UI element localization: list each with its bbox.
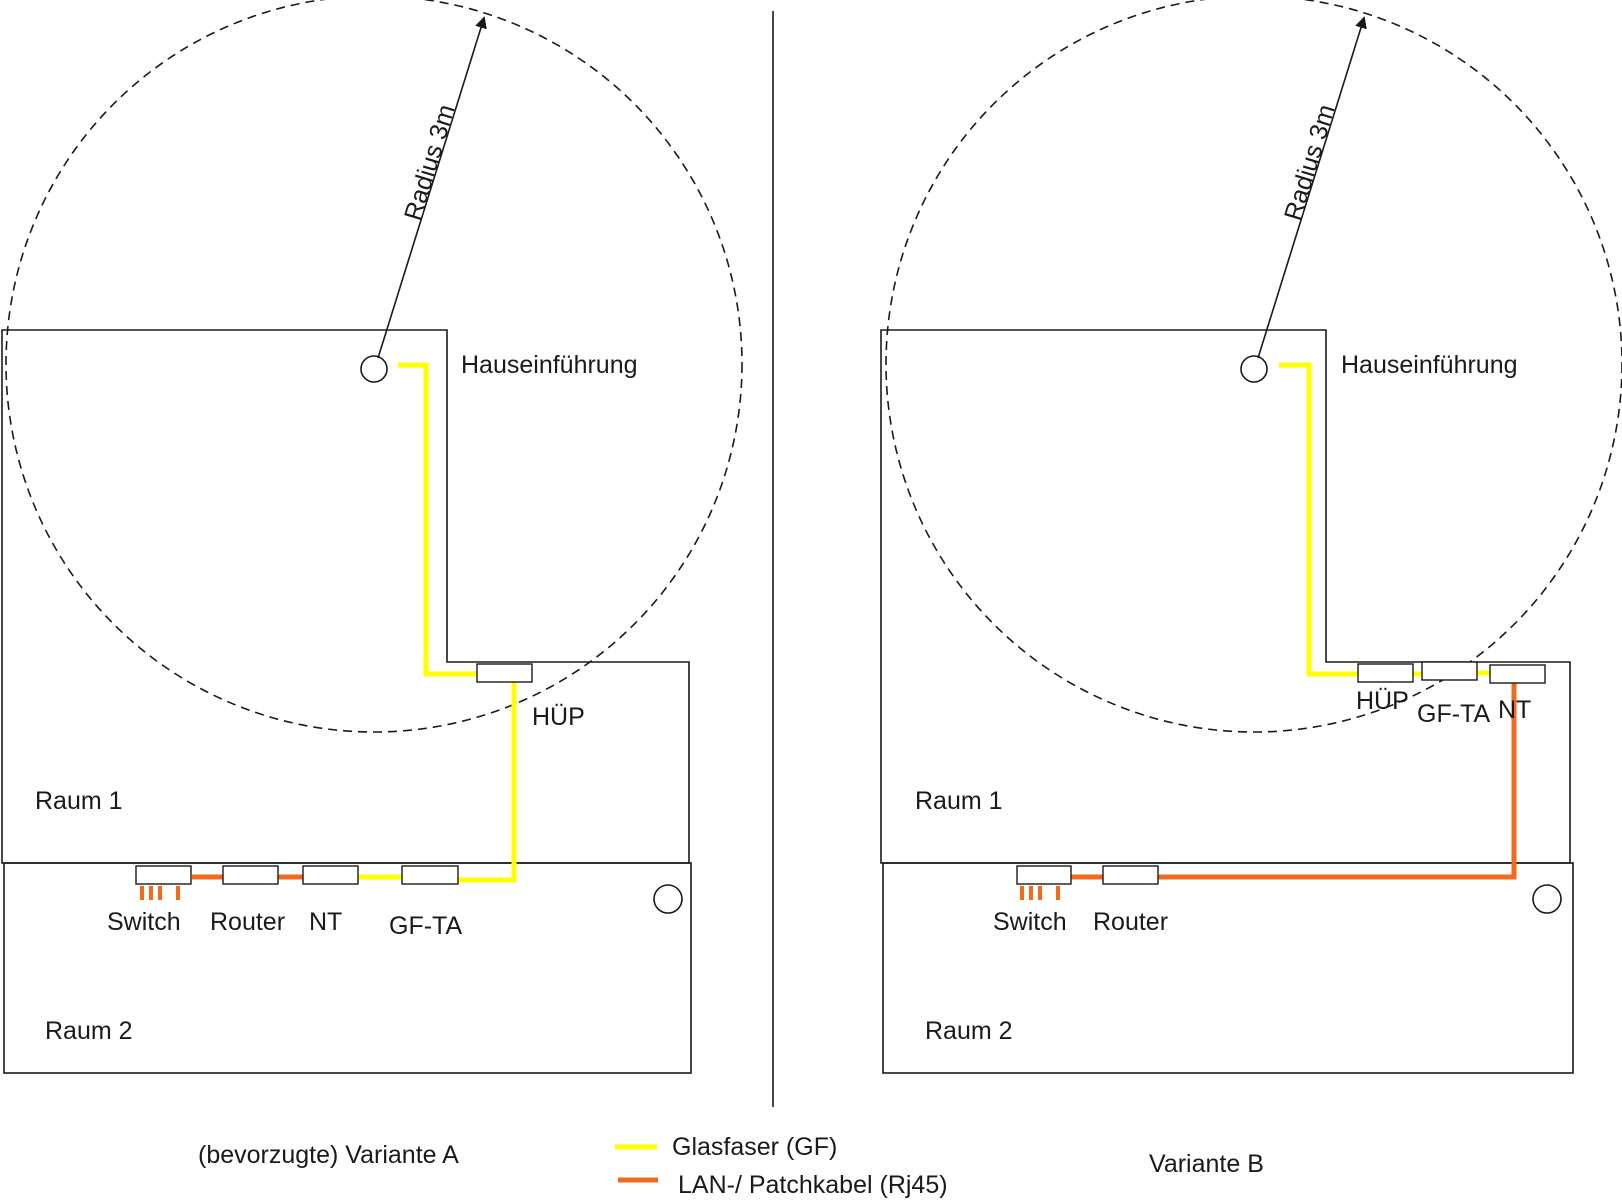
variant-a-router-box: [222, 865, 279, 885]
variant-a-nt-label: NT: [309, 908, 342, 936]
variant-b-hauseinfuehrung-point: [1240, 355, 1268, 383]
variant-b-nt-label: NT: [1498, 696, 1531, 724]
variant-b-huep-box: [1357, 663, 1414, 683]
variant-b-raum2-marker: [1532, 884, 1562, 914]
variant-b-lan-cable-1: [1158, 683, 1517, 880]
variant-a-raum1-label: Raum 1: [35, 787, 123, 815]
variant-a-glasfaser-cable-2: [458, 681, 517, 883]
variant-b-gfta-label: GF-TA: [1417, 700, 1490, 728]
variant-b-router-label: Router: [1093, 908, 1168, 936]
variant-a-glasfaser-cable-1: [398, 362, 480, 677]
variant-b-huep-label: HÜP: [1356, 687, 1409, 715]
variant-a-caption: (bevorzugte) Variante A: [198, 1141, 459, 1169]
variant-a-switch-label: Switch: [107, 908, 181, 936]
variant-a-hauseinfuehrung-label: Hauseinführung: [461, 351, 638, 379]
variant-a-raum2-outline: [3, 862, 692, 1074]
variant-b-raum2-outline: [882, 862, 1574, 1074]
variant-b-hauseinfuehrung-label: Hauseinführung: [1341, 351, 1518, 379]
variant-a-raum2-marker: [653, 884, 683, 914]
legend-lan-label: LAN-/ Patchkabel (Rj45): [678, 1171, 948, 1199]
legend: Glasfaser (GF) LAN-/ Patchkabel (Rj45): [615, 1133, 948, 1199]
variant-a-raum2-label: Raum 2: [45, 1017, 133, 1045]
variant-a-radius-label: Radius 3m: [399, 101, 461, 223]
variant-b-caption: Variante B: [1149, 1150, 1264, 1178]
variant-b-router-box: [1102, 865, 1159, 885]
variant-a-raum1-outline: [1, 329, 690, 864]
variant-b-gfta-box: [1421, 661, 1478, 681]
variant-a-huep-label: HÜP: [532, 703, 585, 731]
variant-a-hauseinfuehrung-point: [360, 355, 388, 383]
variant-a-nt-box: [302, 865, 359, 885]
variant-a-switch-box: [135, 865, 192, 885]
variant-a-panel: Radius 3m Hauseinführung HÜP Switch Rout…: [1, 0, 743, 1169]
variant-a-radius-circle: [5, 0, 743, 733]
variant-a-radius-arrow: [377, 16, 487, 359]
variant-b-panel: Radius 3m Hauseinführung HÜP GF-TA NT Sw…: [880, 0, 1622, 1178]
variant-b-radius-label: Radius 3m: [1279, 101, 1341, 223]
variant-b-switch-label: Switch: [993, 908, 1067, 936]
variant-b-radius-circle: [885, 0, 1622, 733]
variant-a-gfta-box: [401, 865, 459, 885]
variant-a-router-label: Router: [210, 908, 285, 936]
variant-b-nt-box: [1489, 664, 1546, 684]
variant-a-gfta-label: GF-TA: [389, 912, 462, 940]
variant-b-radius-arrow: [1257, 16, 1367, 359]
variant-b-raum1-label: Raum 1: [915, 787, 1003, 815]
legend-glasfaser-label: Glasfaser (GF): [672, 1133, 837, 1161]
variant-b-glasfaser-cable-1: [1279, 362, 1360, 677]
variant-b-raum1-outline: [880, 329, 1571, 864]
variant-b-switch-box: [1016, 865, 1072, 885]
variant-b-raum2-label: Raum 2: [925, 1017, 1013, 1045]
variant-a-huep-box: [476, 663, 533, 683]
